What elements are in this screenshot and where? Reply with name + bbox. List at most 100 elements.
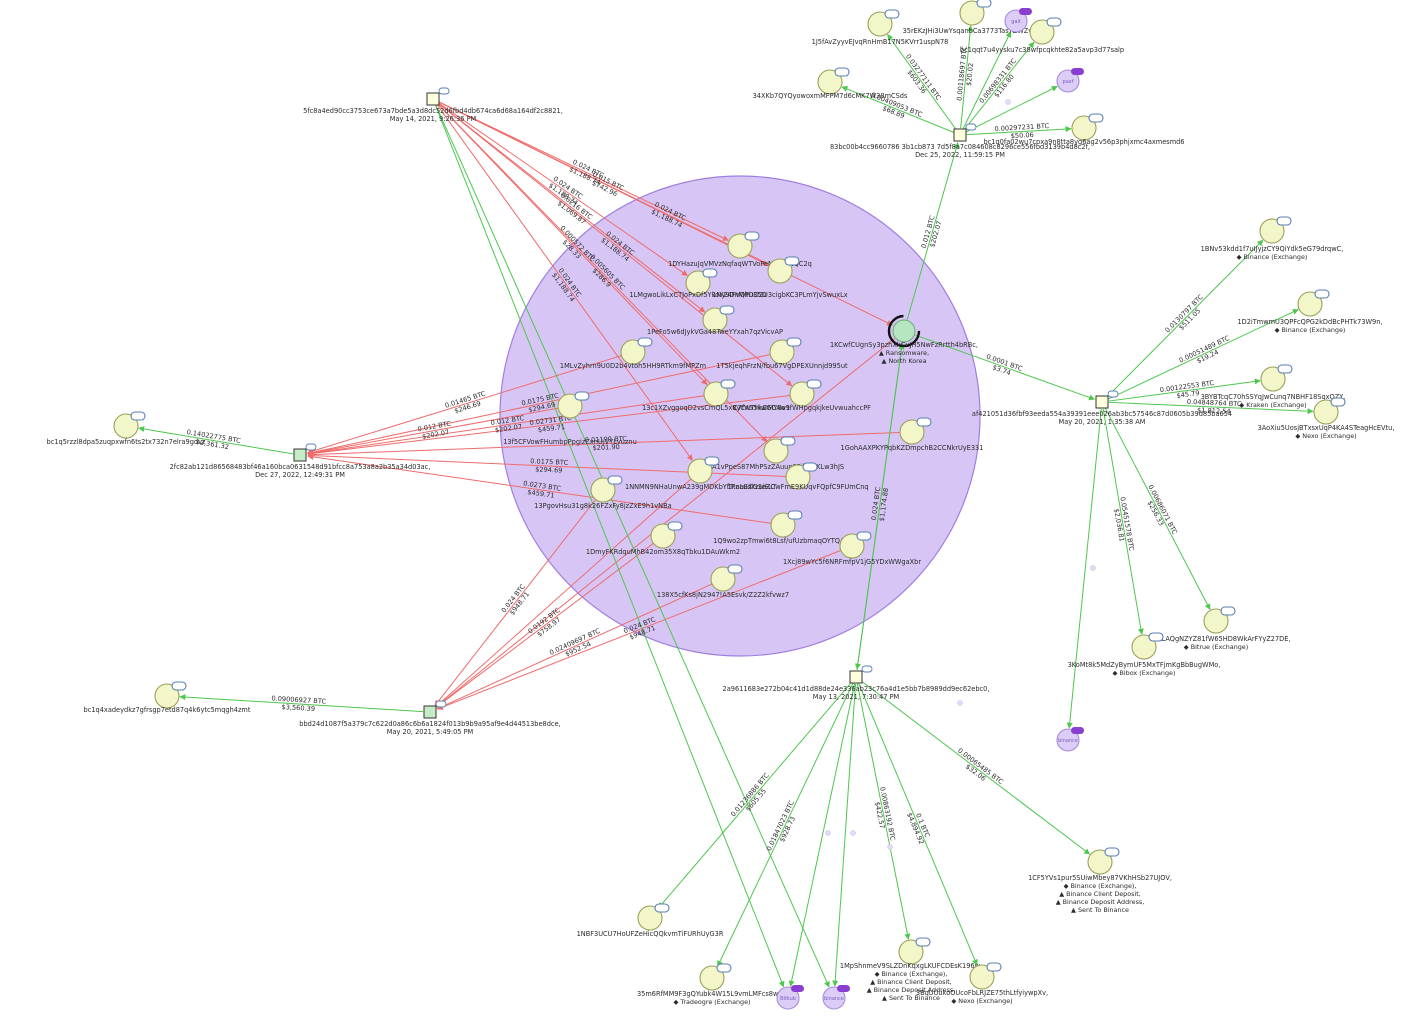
transaction-square[interactable] [423,705,437,719]
transaction-square[interactable] [1095,395,1109,409]
address-circle[interactable] [839,533,865,559]
edge-t4-a31[interactable] [1102,408,1144,635]
transaction-node[interactable]: bbd24d1087f5a379c7c622d0a86c6b6a1824f013… [299,700,561,736]
transaction-square[interactable] [953,128,967,142]
transaction-square[interactable] [293,448,307,462]
edge-t1-a17[interactable] [436,104,693,461]
address-node[interactable]: 1DmyFKRdquMhB42om35X8qTbku1DAuWkm2 [586,521,740,556]
address-node[interactable]: 34XKb7QYQyowoxmMFPM7d6cMK7W38mCSds [753,67,908,100]
edge-t1-a12[interactable] [437,103,708,386]
entity-chip-circle[interactable] [1056,69,1080,93]
edge-t6-a25[interactable] [179,694,424,713]
address-circle[interactable] [867,11,893,37]
address-node[interactable]: 3KoMt8k5MdZyBymUF5MxTFjmKgBbBugWMo,◆ Bib… [1068,632,1221,677]
edge-t3-a24[interactable] [138,426,294,455]
edge-t2-a2[interactable] [960,25,974,129]
address-node[interactable]: 1NNMN9NHaUnwA239gMDKbYfTtaaEXG3eZC [625,456,775,491]
address-node[interactable]: 1D2iTmwmU3QPFcQPG2kDdBcPHTk73W9n,◆ Binan… [1237,289,1383,334]
address-circle[interactable] [113,413,139,439]
entity-chip[interactable]: paxf [1056,68,1084,93]
edge-t5-a34[interactable] [717,683,854,967]
edge-a21-t6[interactable] [435,542,654,708]
address-circle[interactable] [959,0,985,26]
address-node[interactable]: 1LMgwoLikLxCTJoPxDf5YkoY24FVQPu35D [629,268,767,299]
address-node[interactable]: 13c1XZvggoqD2vsCmQL5x8yCx55kwGCAw1 [642,379,790,412]
entity-chip[interactable]: binance [822,985,850,1010]
address-node[interactable]: bc1q0fa02wu7cpxa9n8tta8yg6ag2v56p3phjxmc… [983,113,1185,146]
address-node[interactable]: 1Xcj89wYc5f6NRFmfpV1jG5YDxWWgaXbr [783,531,921,566]
edge-t5-a35[interactable] [856,683,911,940]
entity-chip-circle[interactable] [822,986,846,1010]
address-circle[interactable] [767,258,793,284]
address-circle[interactable] [590,477,616,503]
address-node[interactable]: C7fWThkDMY8v9fWHpgqkjkeUvwuahccPF [733,379,871,412]
address-circle[interactable] [1297,291,1323,317]
address-circle[interactable] [817,69,843,95]
edge-a22-t6[interactable] [436,549,842,710]
address-circle[interactable] [702,307,728,333]
edge-a15-t3[interactable] [307,431,901,458]
address-circle[interactable] [1259,218,1285,244]
edge-t5-focus[interactable] [856,343,905,671]
transaction-node[interactable]: 83bc00b4cc9660786 3b1cb873 7d5f8a7c08460… [830,123,1090,159]
address-node[interactable]: 1MpShnmeV9SLZDnKqxgLKUFCDEsK196w,◆ Binan… [840,937,982,1002]
edge-a20-t3[interactable] [307,453,772,524]
entity-chip-circle[interactable] [1056,728,1080,752]
edge-t2-a3[interactable] [963,41,1035,130]
address-node[interactable]: 35rEKzJHi3UwYsqanbCa3773TasTZWZvhG [903,0,1042,35]
edge-focus-t6[interactable] [435,338,895,708]
address-node[interactable]: 138X5cfKs8jN2947!A5Esvk/Z2Z2kfvwz7 [657,564,789,599]
edge-a14-t3[interactable] [307,407,559,456]
transaction-node[interactable]: 2fc82ab121d86568483bf46a160bca0631548d91… [170,443,431,479]
address-circle[interactable] [650,523,676,549]
address-node[interactable]: 1Ny9DnMhDD2U3cigbKC3PLmYjvSwuxLx [712,256,848,299]
address-circle[interactable] [557,393,583,419]
edge-a12-t3[interactable] [307,395,705,457]
address-circle[interactable] [685,270,711,296]
edge-a10-t3[interactable] [307,355,622,454]
address-node[interactable]: 13PgovHsu31g8k26FZxFy8jzZxE9h1vNBa [534,475,672,510]
edge-focus-t2[interactable] [906,142,960,320]
address-circle[interactable] [1313,399,1339,425]
edge-t4-a30[interactable] [1104,407,1211,611]
address-circle[interactable] [703,381,729,407]
address-circle[interactable] [899,419,925,445]
transaction-node[interactable]: 5fc8a4ed90cc3753ce673a7bde5a3d8dc52d6fbd… [303,87,563,123]
edge-t5-c4[interactable] [788,683,856,987]
entity-chip-circle[interactable] [776,986,800,1010]
address-circle[interactable] [620,339,646,365]
address-node[interactable]: 35m6RfMM9F3gQYubk4W15L9vmLMFcs8wrk,◆ Tra… [637,963,787,1006]
address-node[interactable]: bc1qqt7u4yysku7c38wfpcqkhte82a5avp3d77sa… [960,17,1124,54]
address-node[interactable]: 3AoXiu5UosjBTxsxUqP4KA4STeagHcEVtu,◆ Nex… [1258,397,1395,440]
address-node[interactable]: 1BNv53kdd1f7uIJyjzCY9QiYdk5eG79drqwC,◆ B… [1201,216,1344,261]
address-node[interactable]: 1FnLudkzuiFuTwFmE9KUqvFQpfC9FUmCnq [727,462,869,491]
address-node[interactable]: 1MLvZyhrn9U0D2b4vtoh5HH9RTkm9fMPZm [560,337,706,370]
edge-t2-c2[interactable] [966,85,1058,133]
address-node[interactable]: 1CF5YVs1pur5SUiwMbey87VKhHSb27UJOV,◆ Bin… [1028,847,1172,914]
edge-t1-c5[interactable] [435,105,830,988]
address-circle[interactable] [699,965,725,991]
edge-t2-a1[interactable] [887,34,957,130]
address-circle[interactable] [1203,608,1229,634]
address-node[interactable]: 1GohAAXPKYPqbKZDmpchB2CCNkrUyE331 [841,417,984,452]
edge-t1-focus[interactable] [439,101,893,326]
edge-t4-a27[interactable] [1108,309,1299,400]
edge-t4-c3[interactable] [1066,408,1102,729]
address-circle[interactable] [769,339,795,365]
edge-t2-a4[interactable] [841,86,954,133]
transaction-node[interactable]: 2a9611683e272b04c41d1d88de24e336ab23c76a… [723,665,990,701]
transaction-square[interactable] [426,92,440,106]
address-node[interactable]: 1PeFo5w6dJykVGa48TweYYxah7qzVicvAP [647,305,783,336]
address-circle[interactable] [770,512,796,538]
address-circle[interactable] [1029,19,1055,45]
address-circle[interactable] [785,464,811,490]
transaction-node[interactable]: af421051d36fbf93eeda554a39391eee026ab3bc… [972,390,1232,426]
edge-t2-c1[interactable] [962,31,1012,129]
address-circle[interactable] [687,458,713,484]
edge-a17-t6[interactable] [435,478,692,708]
address-circle[interactable] [154,683,180,709]
focus-address-node[interactable]: 1KCwfCUgnSy3pzhXkCuJH5NwFzRrtth4bRBc,▲ R… [830,314,978,365]
edge-t1-a13[interactable] [438,102,793,387]
